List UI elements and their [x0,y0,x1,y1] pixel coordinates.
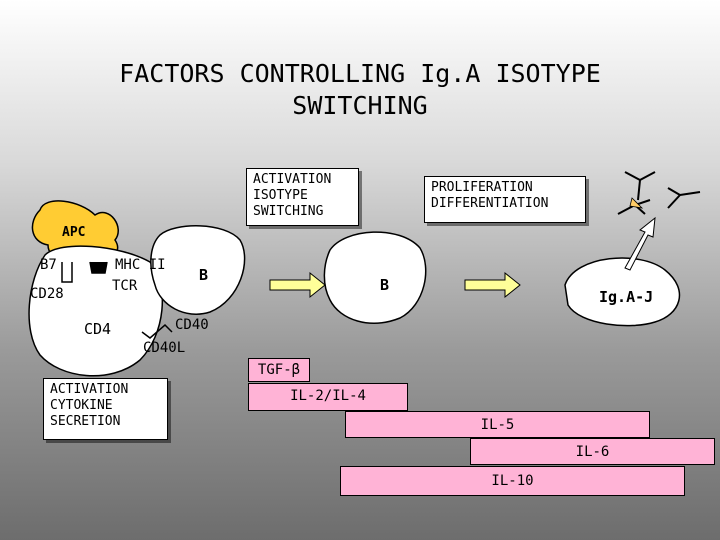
cytokine-label: IL-10 [491,473,534,489]
box-line: PROLIFERATION [431,180,533,195]
cytokine-label: TGF-β [257,362,301,378]
antibody-icon-1 [624,171,656,201]
box-line: SECRETION [50,414,121,429]
iga-cell-shape [564,257,681,327]
b-cell-2-label: B [380,276,390,294]
cd4-label: CD4 [84,320,112,338]
b-cell-2-shape [323,231,427,324]
title-line-1: FACTORS CONTROLLING Ig.A ISOTYPE [119,59,601,88]
box-line: SWITCHING [253,204,324,219]
cd28-label: CD28 [30,286,64,302]
cytokine-label: IL-2/IL-4 [290,388,366,404]
cytokine-bar-il10: IL-10 [340,466,685,496]
tcr-label: TCR [112,278,138,294]
apc-label: APC [62,225,86,240]
cytokine-bar-il2-il4: IL-2/IL-4 [248,383,408,411]
b-cell-1-shape [150,225,246,315]
cytokine-label: IL-5 [480,417,515,433]
b7-cd28-receptor [61,262,73,283]
arrow-2 [464,271,521,299]
box-line: DIFFERENTIATION [431,196,549,211]
activation-cytokine-secretion-box: ACTIVATION CYTOKINE SECRETION [43,378,168,440]
mhc-tcr-receptor [89,261,108,274]
arrow-up [624,216,656,271]
cd40-label: CD40 [175,317,209,333]
activation-isotype-switching-box: ACTIVATION ISOTYPE SWITCHING [246,168,359,226]
box-line: ISOTYPE [253,188,308,203]
b7-label: B7 [40,257,57,273]
antibody-icon-2 [667,187,701,209]
page-title: FACTORS CONTROLLING Ig.A ISOTYPE SWITCHI… [0,58,720,122]
arrow-1 [269,271,326,299]
antigen-icon [629,197,644,209]
box-line: ACTIVATION [50,382,129,397]
mhc-label: MHC II [115,257,166,273]
box-line: ACTIVATION [253,172,332,187]
proliferation-differentiation-box: PROLIFERATION DIFFERENTIATION [424,176,586,223]
cytokine-bar-il6: IL-6 [470,438,715,465]
cd40-receptor [141,323,173,339]
box-line: CYTOKINE [50,398,113,413]
b-cell-1-label: B [199,266,209,284]
cytokine-bar-il5: IL-5 [345,411,650,438]
cytokine-bar-tgf-beta: TGF-β [248,358,310,382]
title-line-2: SWITCHING [292,91,428,120]
iga-cell-label: Ig.A-J [599,288,654,306]
cd40l-label: CD40L [143,340,186,356]
cytokine-label: IL-6 [575,444,610,460]
